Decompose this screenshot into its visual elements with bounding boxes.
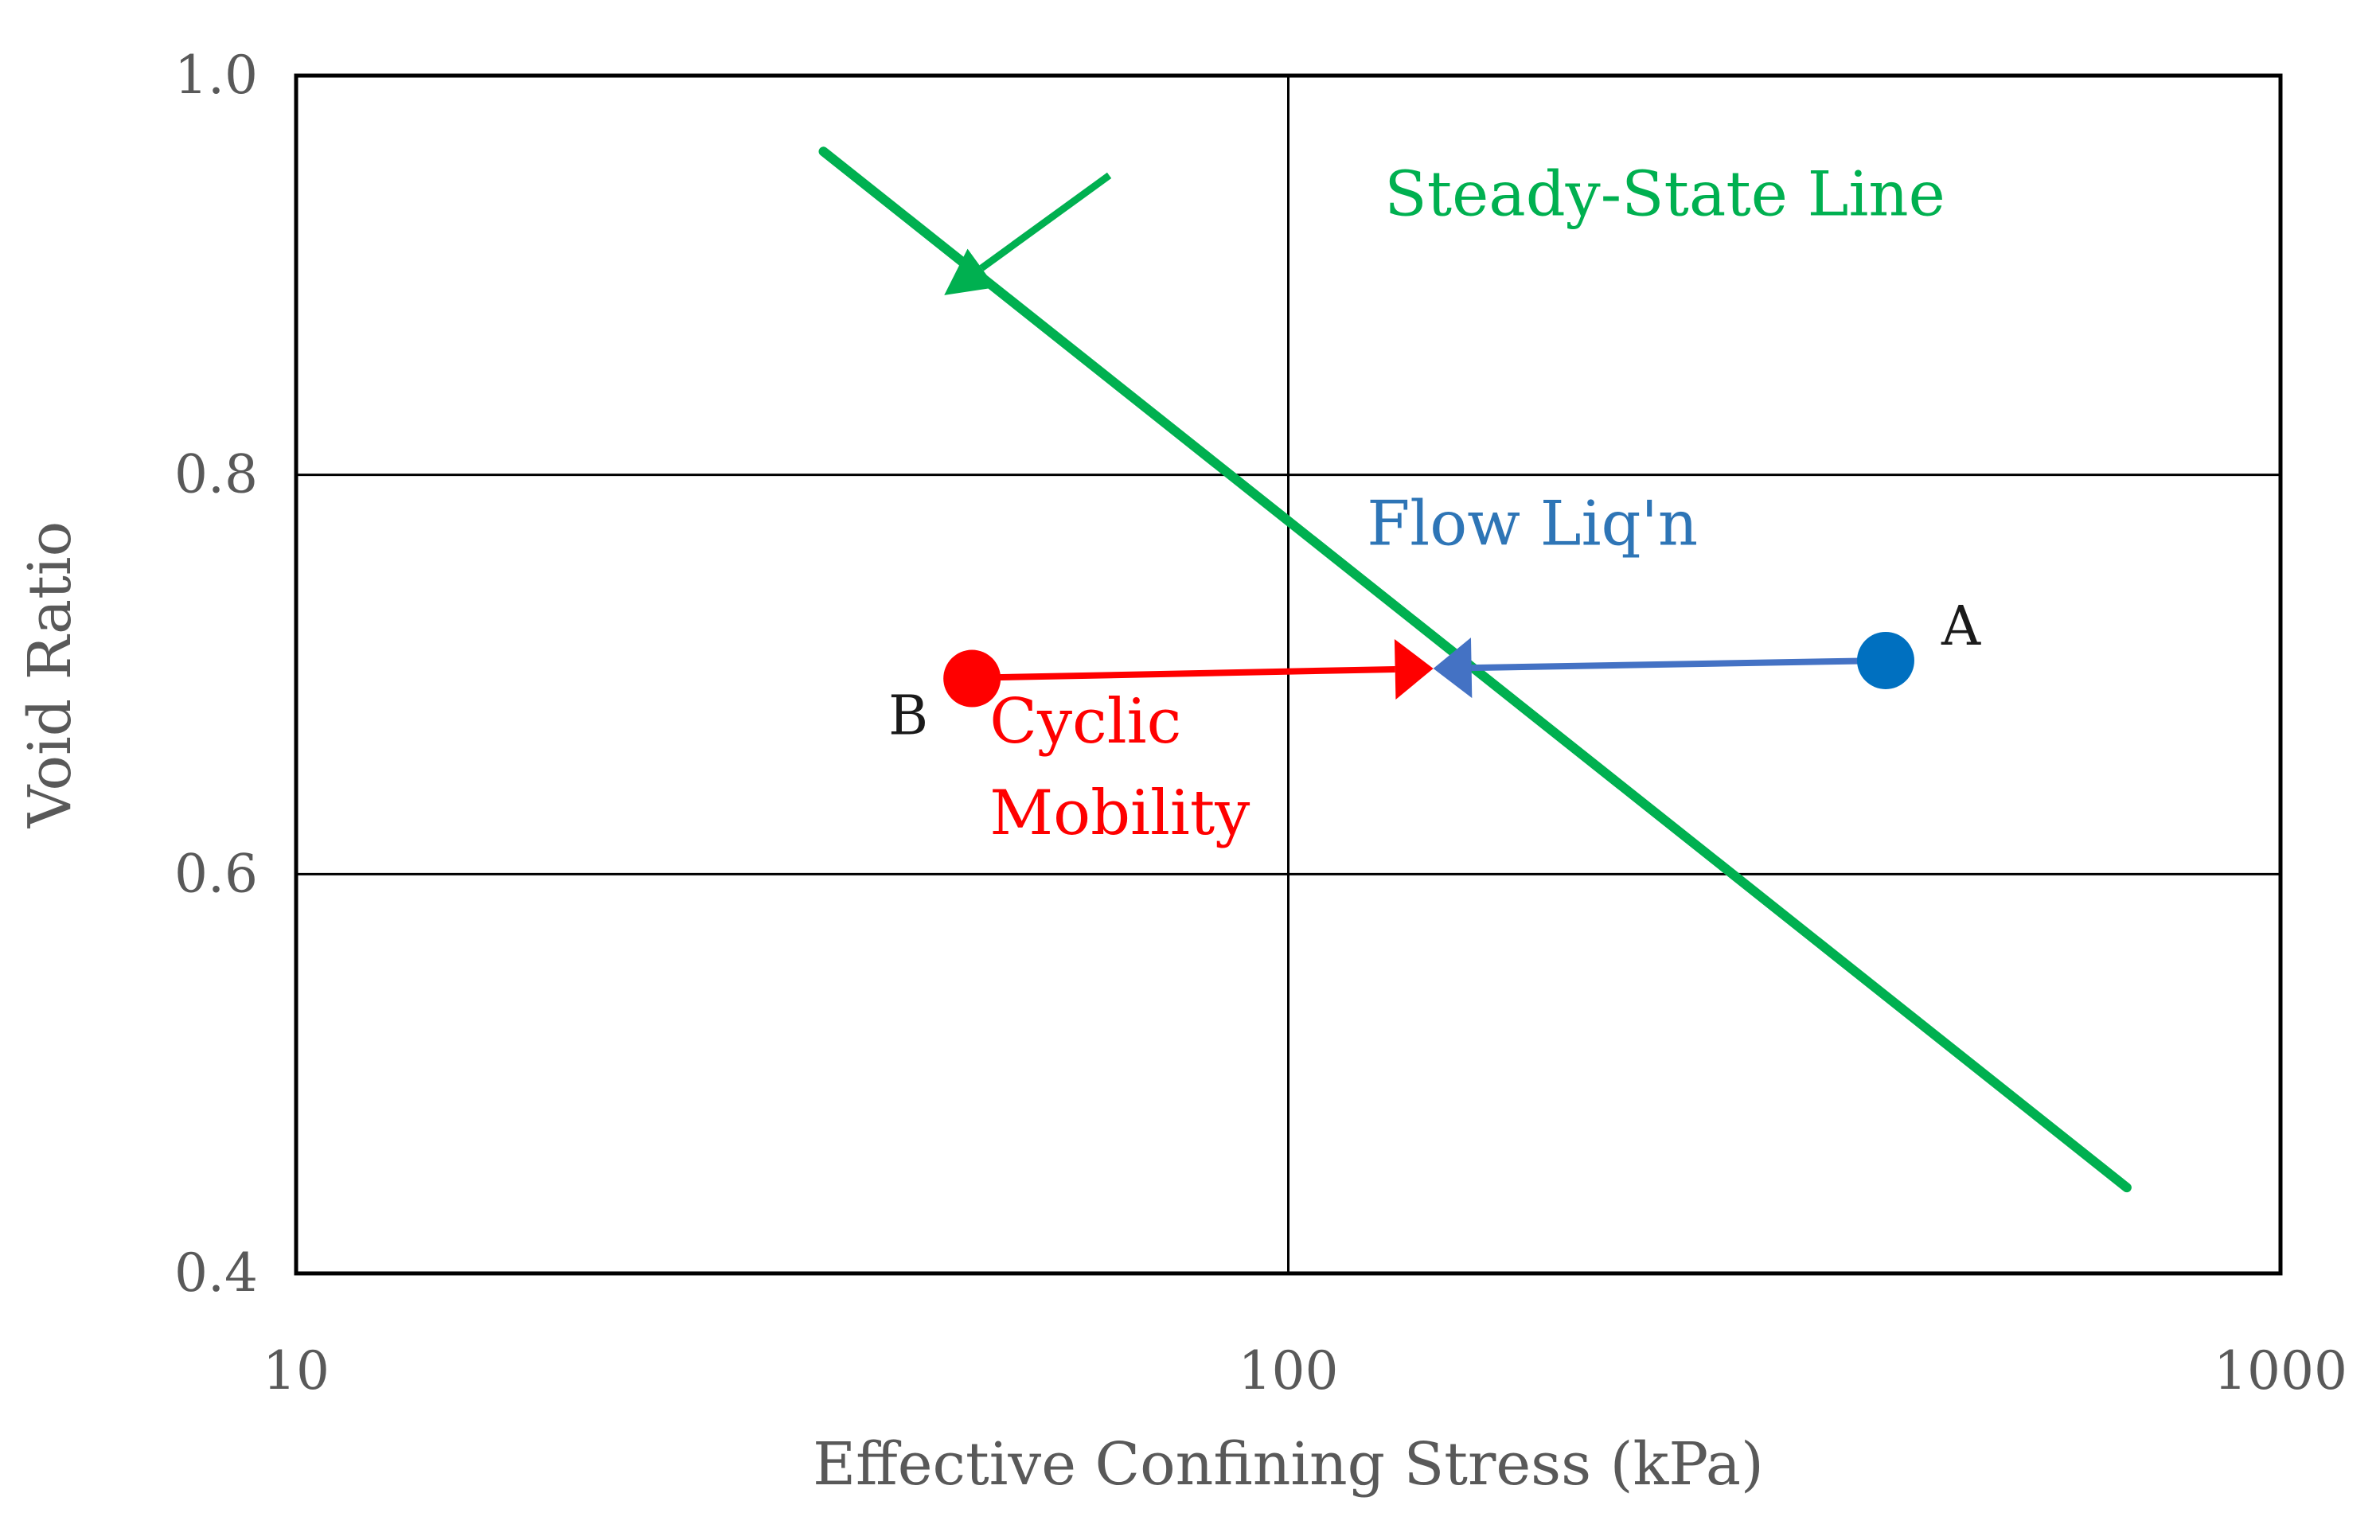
cyclic-mobility-line <box>944 665 1395 682</box>
annotation-arrowhead <box>944 248 996 295</box>
y-tick-label: 0.6 <box>174 843 258 904</box>
x-axis-label: Effective Confining Stress (kPa) <box>813 1430 1764 1499</box>
annotation-2: Cyclic <box>989 686 1181 758</box>
annotation-0: Steady-State Line <box>1384 159 1945 231</box>
y-tick-label: 0.4 <box>174 1242 258 1304</box>
x-tick-label: 100 <box>1239 1340 1339 1402</box>
point-label-b: B <box>888 685 928 748</box>
y-tick-label: 0.8 <box>174 444 258 505</box>
point-label-a: A <box>1941 595 1981 658</box>
y-tick-label: 1.0 <box>174 45 258 106</box>
x-tick-label: 10 <box>263 1340 330 1402</box>
annotation-3: Mobility <box>989 778 1250 849</box>
flow-liquefaction-arrowhead <box>1433 637 1473 699</box>
plot-frame <box>294 73 2283 1276</box>
annotation-1: Flow Liq'n <box>1367 488 1698 559</box>
point-a <box>1856 631 1914 689</box>
annotation-arrow-line <box>979 172 1112 271</box>
point-b <box>943 649 1001 708</box>
cyclic-mobility-arrowhead <box>1394 638 1434 700</box>
x-tick-label: 1000 <box>2214 1340 2347 1402</box>
y-axis-label: Void Ratio <box>16 521 84 828</box>
flow-liquefaction-line <box>1471 657 1886 672</box>
